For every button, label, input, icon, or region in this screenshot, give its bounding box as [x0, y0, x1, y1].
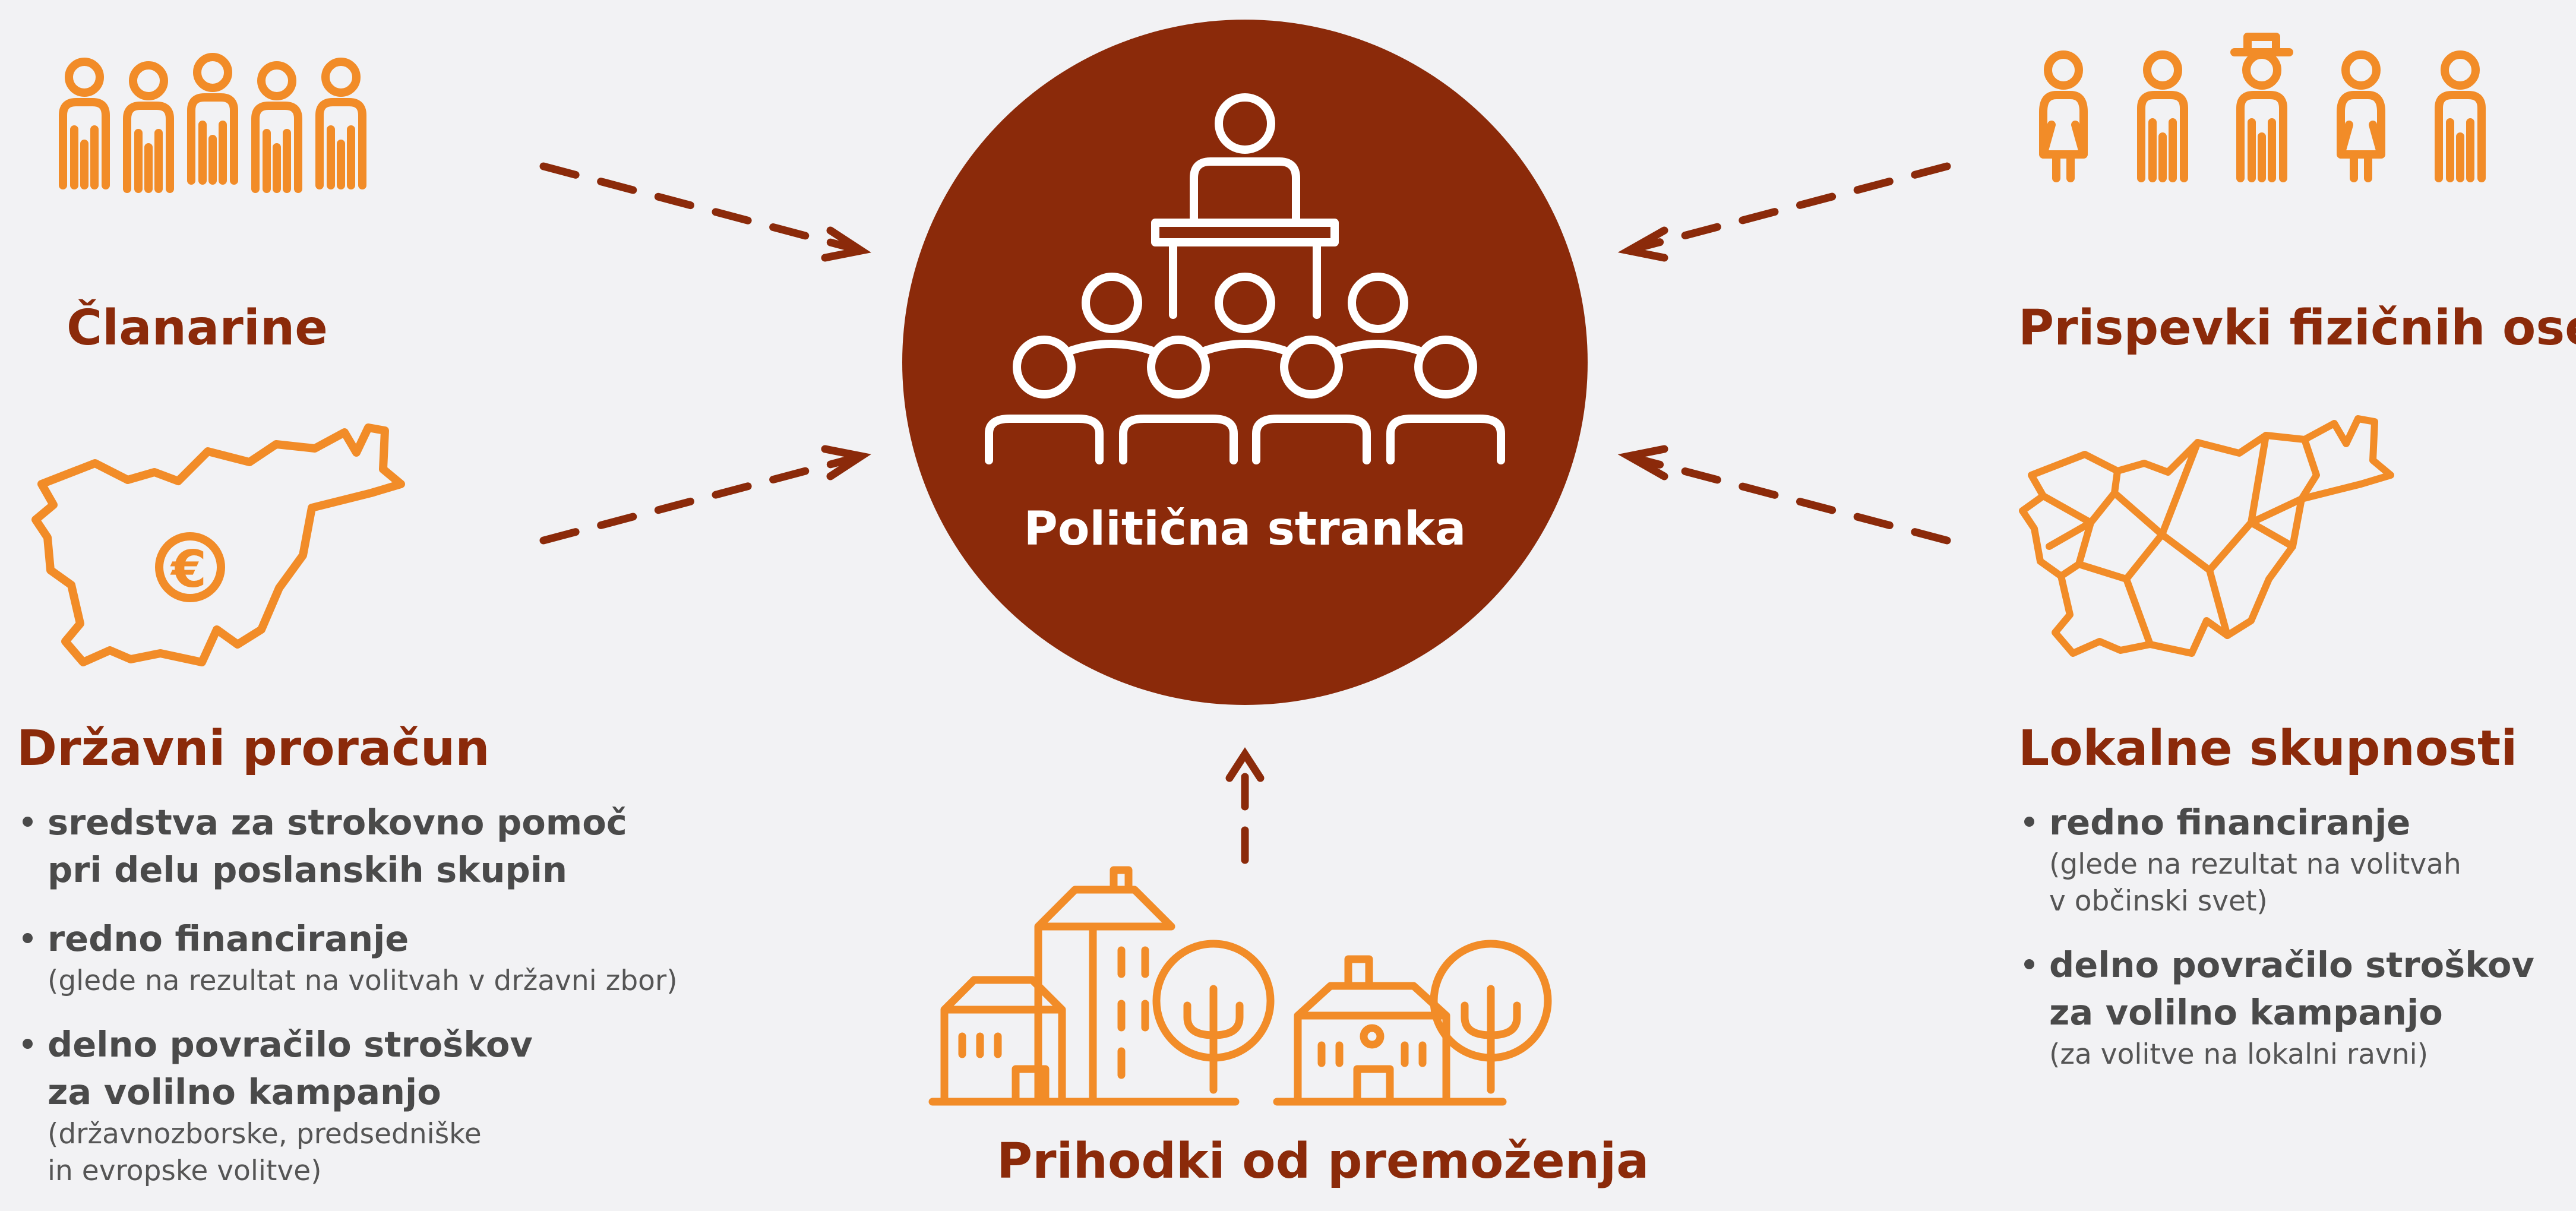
item-title: redno financiranje [48, 918, 409, 959]
arrow-local [1617, 445, 1951, 545]
item-title: redno financiranje [2049, 802, 2411, 843]
local-list: redno financiranje (glede na rezultat na… [2018, 799, 2534, 1095]
heading-property: Prihodki od premoženja [997, 1133, 1649, 1190]
list-item: redno financiranje (glede na rezultat na… [2018, 799, 2534, 920]
state-budget-list: sredstva za strokovno pomoč pri delu pos… [17, 799, 678, 1211]
arrow-state-budget [539, 445, 871, 545]
euro-symbol: € [170, 540, 207, 599]
item-note: (za volitve na lokalni ravni) [2049, 1038, 2429, 1071]
item-title: delno povračilo stroškov za volilno kamp… [2049, 944, 2534, 1033]
heading-membership: Članarine [67, 300, 328, 356]
list-item: redno financiranje (glede na rezultat na… [17, 915, 678, 1000]
arrow-individuals [1617, 162, 1951, 262]
arrow-property [1225, 747, 1265, 864]
item-note: (glede na rezultat na volitvah v državni… [48, 965, 678, 997]
heading-state-budget: Državni proračun [17, 720, 490, 777]
list-item: delno povračilo stroškov za volilno kamp… [17, 1021, 678, 1190]
list-item: sredstva za strokovno pomoč pri delu pos… [17, 799, 678, 894]
arrow-membership [539, 162, 871, 262]
diverse-group-icon [2043, 33, 2482, 178]
heading-individuals: Prispevki fizičnih oseb [2018, 300, 2576, 356]
item-note: (državnozborske, predsedniške in evropsk… [48, 1118, 482, 1187]
buildings-trees-icon [928, 866, 1548, 1106]
group-icon [63, 57, 362, 189]
item-title: delno povračilo stroškov za volilno kamp… [48, 1024, 533, 1112]
item-title: sredstva za strokovno pomoč pri delu pos… [48, 802, 627, 890]
heading-local: Lokalne skupnosti [2018, 720, 2518, 777]
item-note: (glede na rezultat na volitvah v občinsk… [2049, 848, 2461, 918]
central-label: Politična stranka [1023, 502, 1466, 556]
municipalities-map-icon [2019, 415, 2394, 657]
slovenia-map-euro-icon: € [31, 423, 405, 666]
central-circle [902, 20, 1588, 705]
list-item: delno povračilo stroškov za volilno kamp… [2018, 941, 2534, 1073]
assembly-icon [985, 93, 1505, 464]
